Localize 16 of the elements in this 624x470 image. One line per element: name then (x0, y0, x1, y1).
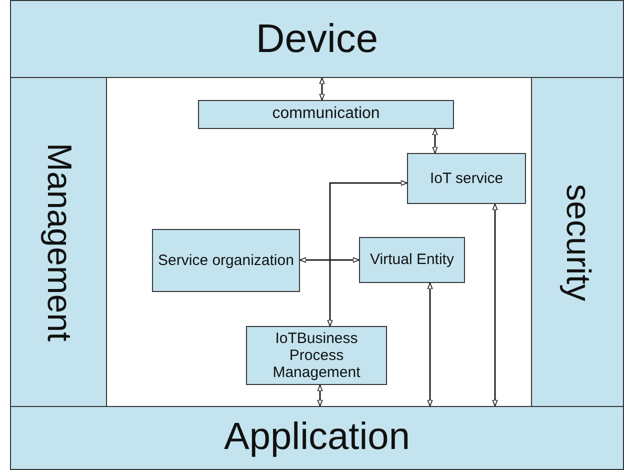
component-box: IoT service (407, 153, 526, 204)
double-arrow-connector (492, 204, 498, 406)
component-box: Virtual Entity (359, 237, 465, 283)
double-arrow-connector (432, 128, 438, 154)
double-arrow-connector (327, 180, 408, 326)
double-arrow-connector (319, 78, 325, 100)
double-arrow-connector (427, 282, 433, 406)
component-box: IoTBusiness Process Management (246, 326, 387, 385)
layer-band: Device (10, 0, 624, 78)
component-box: Service organization (152, 229, 300, 292)
layer-band: security (531, 77, 624, 408)
component-box: communication (198, 100, 454, 129)
layer-band: Application (10, 406, 624, 470)
layer-band: Management (10, 77, 107, 408)
double-arrow-connector (317, 384, 323, 406)
double-arrow-connector (300, 257, 360, 263)
